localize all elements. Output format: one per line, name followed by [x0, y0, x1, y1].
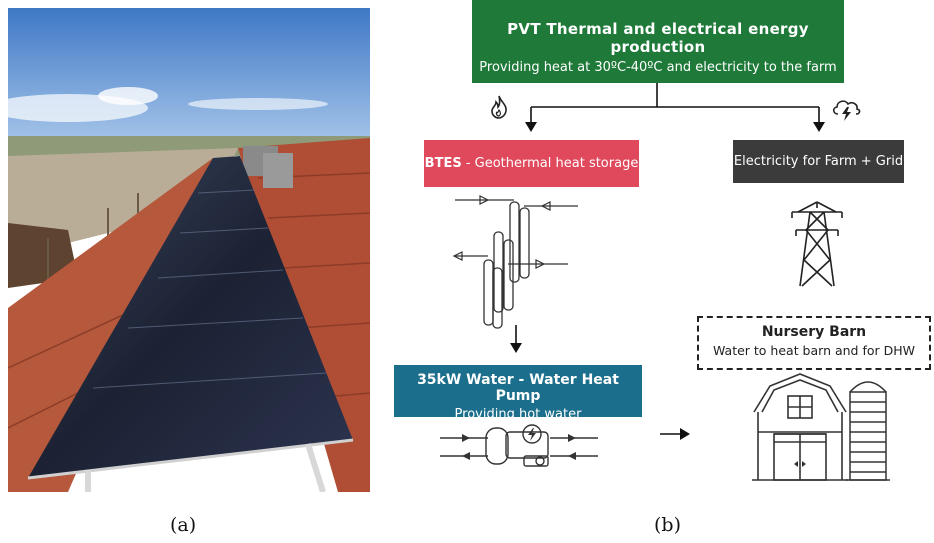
btes-box: BTES - Geothermal heat storage	[424, 140, 639, 187]
electricity-label: Electricity for Farm + Grid	[733, 154, 904, 169]
transmission-tower-icon	[791, 201, 843, 287]
pvt-subtitle: Providing heat at 30ºC-40ºC and electric…	[479, 60, 837, 75]
pvt-production-box: PVT Thermal and electrical energy produc…	[472, 0, 844, 83]
pvt-roof-photo	[8, 8, 370, 492]
panel-label-a: (a)	[170, 514, 197, 536]
arrow-to-btes	[525, 122, 537, 132]
heat-pump-box: 35kW Water - Water Heat Pump Providing h…	[394, 365, 642, 422]
heat-pump-title: 35kW Water - Water Heat Pump	[417, 372, 619, 404]
flame-icon	[491, 95, 507, 119]
heat-pump-subtitle: Providing hot water	[454, 407, 582, 422]
btes-label-bold: BTES	[424, 156, 462, 171]
heat-pump-icon	[440, 424, 598, 467]
btes-label-rest: - Geothermal heat storage	[461, 156, 639, 171]
barn-subtitle: Water to heat barn and for DHW	[712, 343, 916, 358]
arrow-to-heat-pump	[510, 343, 522, 353]
panel-label-b: (b)	[654, 514, 681, 536]
cloud-lightning-icon	[832, 100, 861, 121]
arrow-to-barn	[680, 428, 690, 440]
silo-icon	[846, 381, 890, 481]
electricity-box: Electricity for Farm + Grid	[733, 140, 904, 183]
pvt-title: PVT Thermal and electrical energy produc…	[507, 20, 809, 56]
barn-icon	[752, 373, 848, 481]
arrow-to-electricity	[813, 122, 825, 132]
borehole-storage-icon	[452, 195, 578, 329]
barn-title: Nursery Barn	[761, 324, 867, 340]
nursery-barn-box: Nursery Barn Water to heat barn and for …	[697, 316, 931, 370]
